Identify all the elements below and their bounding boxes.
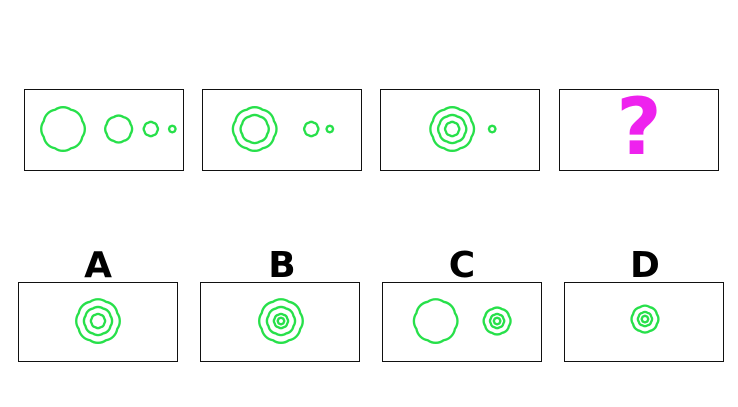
flower-ring bbox=[443, 120, 461, 138]
flower-ring bbox=[104, 114, 134, 144]
flower-ring bbox=[640, 314, 650, 324]
flower-ring bbox=[636, 310, 654, 328]
flower-ring bbox=[142, 120, 160, 138]
flower-ring bbox=[276, 316, 286, 326]
panel-2-figure bbox=[231, 106, 335, 152]
flower-ring bbox=[40, 106, 86, 152]
option-c[interactable] bbox=[382, 282, 542, 362]
panel-3-figure bbox=[429, 106, 497, 152]
option-b-label: B bbox=[268, 245, 296, 286]
flower-ring bbox=[488, 312, 506, 330]
option-b[interactable] bbox=[200, 282, 360, 362]
flower-ring bbox=[239, 113, 270, 145]
flower-ring bbox=[325, 124, 335, 134]
sequence-panel-3 bbox=[380, 89, 540, 171]
flower-ring bbox=[89, 312, 107, 330]
flower-ring bbox=[429, 106, 476, 152]
option-d-label: D bbox=[630, 245, 660, 286]
sequence-panel-2 bbox=[202, 89, 362, 171]
flower-ring bbox=[231, 106, 278, 152]
flower-ring bbox=[482, 306, 512, 336]
flower-ring bbox=[75, 298, 121, 344]
option-a-figure bbox=[75, 298, 121, 344]
option-a[interactable] bbox=[18, 282, 178, 362]
flower-ring bbox=[492, 316, 502, 326]
panel-1-figure bbox=[40, 106, 177, 152]
flower-ring bbox=[630, 304, 660, 334]
question-panel: ? bbox=[559, 89, 719, 171]
flower-ring bbox=[167, 124, 177, 134]
flower-ring bbox=[412, 298, 459, 344]
flower-ring bbox=[487, 124, 497, 134]
flower-ring bbox=[265, 305, 297, 337]
flower-ring bbox=[258, 298, 304, 344]
option-d-figure bbox=[630, 304, 660, 334]
flower-ring bbox=[82, 305, 114, 337]
option-a-label: A bbox=[84, 245, 112, 286]
flower-ring bbox=[436, 113, 468, 145]
flower-ring bbox=[303, 120, 320, 138]
option-b-figure bbox=[258, 298, 304, 344]
option-d[interactable] bbox=[564, 282, 724, 362]
question-mark: ? bbox=[616, 83, 662, 173]
flower-ring bbox=[272, 312, 290, 330]
sequence-panel-1 bbox=[24, 89, 184, 171]
option-c-label: C bbox=[448, 245, 476, 286]
option-c-figure bbox=[412, 298, 512, 344]
